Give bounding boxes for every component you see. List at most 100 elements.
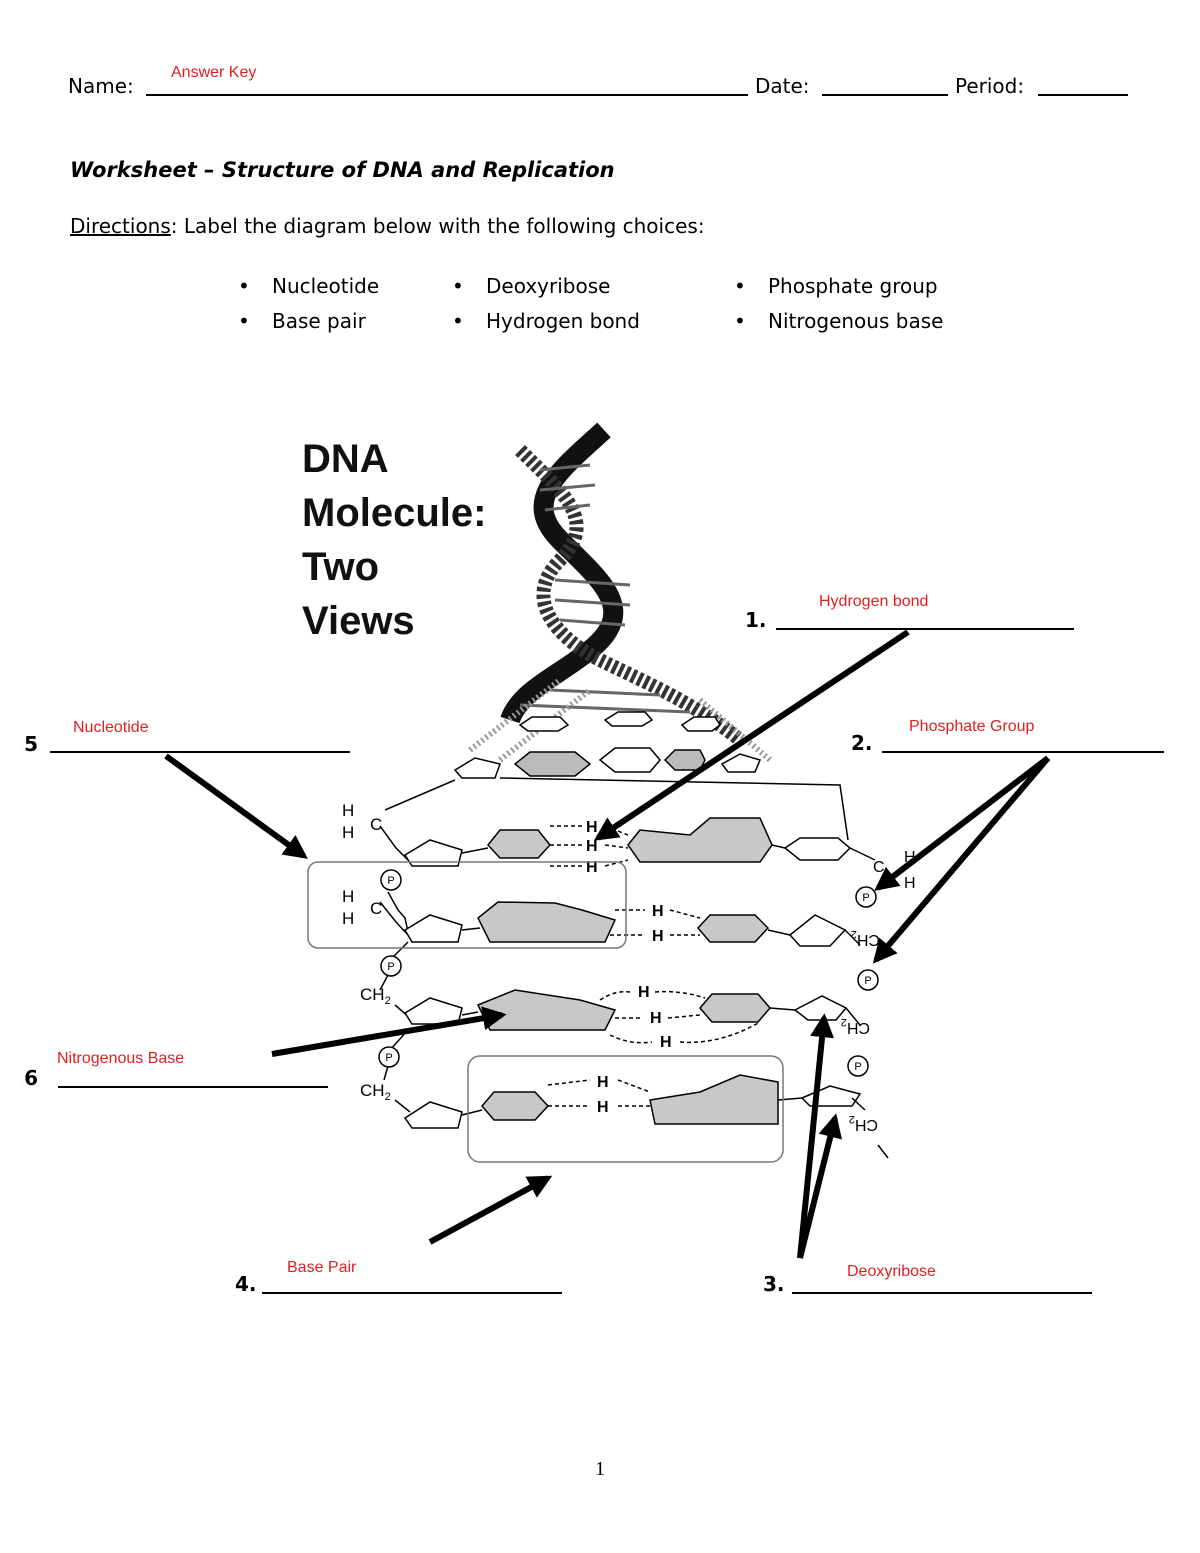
atom-h: H <box>904 875 916 892</box>
label-3-blank[interactable] <box>792 1292 1092 1294</box>
sugar-icon <box>403 839 463 1129</box>
label-2-answer: Phosphate Group <box>909 718 1035 735</box>
bullet-icon: • <box>238 274 250 298</box>
atom-h: H <box>342 823 354 842</box>
arrow-1 <box>594 629 910 841</box>
atom-h: H <box>586 819 598 836</box>
hydrogen-bond-lines <box>547 825 761 1107</box>
bullet-icon: • <box>452 274 464 298</box>
label-1-number: 1. <box>745 608 767 632</box>
ch2-label: CH2 <box>851 928 880 948</box>
choice-item: • Base pair <box>238 309 366 333</box>
atom-c: C <box>873 859 885 876</box>
bullet-icon: • <box>452 309 464 333</box>
choice-label: Phosphate group <box>768 274 938 298</box>
directions-label: Directions <box>70 214 171 238</box>
label-6-blank[interactable] <box>58 1086 328 1088</box>
label-2-blank[interactable] <box>882 751 1164 753</box>
arrow-2a <box>874 755 1050 891</box>
atom-p: P <box>864 975 871 987</box>
label-2-number: 2. <box>851 731 873 755</box>
name-line[interactable] <box>146 94 748 96</box>
atom-h: H <box>638 984 650 1001</box>
bullet-icon: • <box>734 309 746 333</box>
atom-h: H <box>586 859 598 876</box>
dna-title-line: Views <box>302 599 415 643</box>
choice-item: • Phosphate group <box>734 274 938 298</box>
atom-h: H <box>586 838 598 855</box>
atom-p: P <box>387 961 394 973</box>
phosphate-icon <box>378 869 402 1068</box>
atom-h: H <box>342 801 354 820</box>
label-5-answer: Nucleotide <box>73 719 149 736</box>
worksheet-title: Worksheet – Structure of DNA and Replica… <box>70 158 615 182</box>
atom-h: H <box>652 928 664 945</box>
date-label: Date: <box>755 74 810 98</box>
arrow-5 <box>164 753 308 859</box>
choice-label: Deoxyribose <box>486 274 611 298</box>
choice-item: • Deoxyribose <box>452 274 610 298</box>
nitrogenous-base-icon <box>476 817 779 1125</box>
ch2-label: CH2 <box>360 985 391 1007</box>
name-label: Name: <box>68 74 134 98</box>
pointer-arrows <box>164 629 1051 1259</box>
label-5-blank[interactable] <box>50 751 350 753</box>
atom-h: H <box>342 909 354 928</box>
atom-c: C <box>370 815 382 834</box>
atom-h: H <box>650 1010 662 1027</box>
atom-h: H <box>652 903 664 920</box>
atom-p: P <box>862 892 869 904</box>
choice-label: Base pair <box>272 309 366 333</box>
period-label: Period: <box>955 74 1025 98</box>
atom-h: H <box>342 887 354 906</box>
atom-h: H <box>904 849 916 866</box>
dna-title-line: Molecule: <box>302 491 487 535</box>
label-4-blank[interactable] <box>262 1292 562 1294</box>
ch2-label: CH2 <box>849 1113 878 1133</box>
arrow-6 <box>271 1006 507 1057</box>
atom-p: P <box>854 1061 861 1073</box>
choice-label: Hydrogen bond <box>486 309 640 333</box>
label-1-blank[interactable] <box>776 628 1074 630</box>
period-line[interactable] <box>1038 94 1128 96</box>
arrow-4 <box>428 1175 553 1245</box>
label-4-number: 4. <box>235 1272 257 1296</box>
double-helix-icon <box>468 422 772 763</box>
atom-c: C <box>370 899 382 918</box>
atom-h: H <box>597 1074 609 1091</box>
choice-item: • Hydrogen bond <box>452 309 640 333</box>
atom-labels: H H C H H C CH2 CH2 <box>342 801 391 1103</box>
atom-h: H <box>597 1099 609 1116</box>
atom-p: P <box>385 1052 392 1064</box>
directions-text: : Label the diagram below with the follo… <box>170 214 705 238</box>
atom-p: P <box>387 875 394 887</box>
label-4-answer: Base Pair <box>287 1259 357 1276</box>
label-1-answer: Hydrogen bond <box>819 593 929 610</box>
atom-h: H <box>660 1034 672 1051</box>
name-answer: Answer Key <box>171 64 257 81</box>
dna-diagram-title: DNA Molecule: Two Views <box>302 432 486 648</box>
label-3-answer: Deoxyribose <box>847 1263 936 1280</box>
arrow-2b <box>872 756 1051 964</box>
arrow-3b <box>797 1113 842 1259</box>
label-6-answer: Nitrogenous Base <box>57 1050 185 1067</box>
choice-item: • Nucleotide <box>238 274 379 298</box>
nucleotide-box <box>307 861 627 949</box>
choice-label: Nucleotide <box>272 274 380 298</box>
base-pair-box <box>467 1055 784 1163</box>
choice-label: Nitrogenous base <box>768 309 944 333</box>
choice-item: • Nitrogenous base <box>734 309 943 333</box>
dna-title-line: Two <box>302 545 380 589</box>
label-6-number: 6. <box>22 1066 38 1090</box>
ch2-label: CH2 <box>841 1016 870 1036</box>
date-line[interactable] <box>822 94 948 96</box>
bullet-icon: • <box>238 309 250 333</box>
page-number: 1 <box>595 1458 605 1480</box>
label-3-number: 3. <box>763 1272 785 1296</box>
bullet-icon: • <box>734 274 746 298</box>
directions: Directions: Label the diagram below with… <box>70 214 705 238</box>
phosphate-icon <box>847 886 879 1077</box>
ch2-label: CH2 <box>360 1081 391 1103</box>
label-5-number: 5. <box>22 732 38 756</box>
